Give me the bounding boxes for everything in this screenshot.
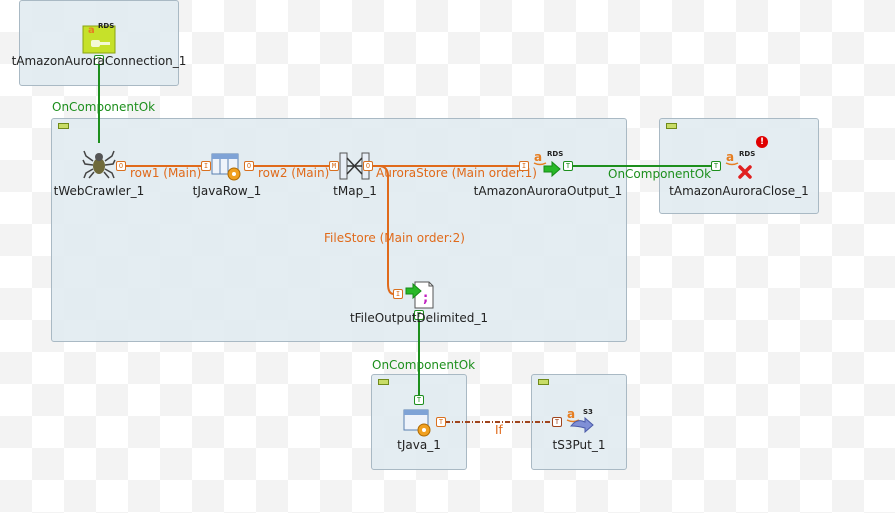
connector-map-in[interactable]: M — [329, 161, 339, 171]
link-label-row1[interactable]: row1 (Main) — [130, 166, 202, 180]
link-label-file-store[interactable]: FileStore (Main order:2) — [324, 231, 465, 245]
connector-trigger-out[interactable]: T — [436, 417, 446, 427]
java-row-label: tJavaRow_1 — [192, 184, 262, 198]
svg-text:;: ; — [423, 291, 428, 306]
s3put-label: tS3Put_1 — [552, 438, 606, 452]
web-crawler-label: tWebCrawler_1 — [53, 184, 145, 198]
tmap-label: tMap_1 — [333, 184, 377, 198]
aurora-output-label: tAmazonAuroraOutput_1 — [473, 184, 623, 198]
subjob-collapse-toggle[interactable] — [666, 123, 677, 129]
s3-put-icon: a — [566, 407, 594, 434]
connector-data-in[interactable]: I — [519, 161, 529, 171]
file-output-icon: ; — [405, 281, 434, 309]
link-label-if[interactable]: If — [495, 423, 503, 437]
svg-text:a: a — [88, 25, 95, 36]
s3put-component[interactable]: a S3 — [563, 404, 597, 438]
aurora-close-label: tAmazonAuroraClose_1 — [669, 184, 809, 198]
svg-text:a: a — [726, 150, 734, 164]
link-label-file-ok[interactable]: OnComponentOk — [372, 358, 476, 372]
java-row-component[interactable] — [210, 150, 244, 184]
subjob-main[interactable] — [51, 118, 627, 342]
connector-trigger[interactable]: T — [414, 310, 424, 320]
connector-data-in[interactable]: I — [393, 289, 403, 299]
connector-trigger[interactable]: T — [552, 417, 562, 427]
aurora-connection-component[interactable]: a RDS — [82, 20, 116, 54]
connector-trigger[interactable]: T — [414, 395, 424, 405]
web-crawler-component[interactable] — [82, 147, 116, 181]
spider-icon — [82, 150, 116, 179]
aurora-close-component[interactable]: a RDS — [722, 148, 756, 182]
java-row-icon — [211, 153, 241, 181]
file-output-component[interactable]: ; — [403, 278, 437, 312]
rds-connection-icon: a — [82, 25, 116, 54]
connector-data-out[interactable]: O — [116, 161, 126, 171]
file-output-label: tFileOutputDelimited_1 — [349, 311, 489, 325]
rds-close-icon: a — [725, 150, 752, 179]
aurora-connection-label: tAmazonAuroraConnection_1 — [11, 54, 187, 68]
java-component[interactable] — [402, 406, 436, 440]
wire-file-store — [377, 165, 395, 295]
link-label-aurora-store[interactable]: AuroraStore (Main order:1) — [376, 166, 537, 180]
s3-badge: S3 — [583, 408, 593, 416]
connector-data-out[interactable]: O — [244, 161, 254, 171]
rds-badge: RDS — [739, 150, 756, 158]
java-icon — [403, 409, 431, 437]
java-label: tJava_1 — [397, 438, 441, 452]
link-label-output-ok[interactable]: OnComponentOk — [608, 167, 712, 181]
connector-data-in[interactable]: I — [201, 161, 211, 171]
rds-badge: RDS — [98, 22, 115, 30]
aurora-output-component[interactable]: a RDS — [530, 148, 564, 182]
error-icon[interactable]: ! — [756, 136, 768, 148]
connector-trigger[interactable]: T — [563, 161, 573, 171]
svg-text:a: a — [534, 150, 542, 164]
rds-output-icon: a — [533, 150, 561, 178]
connector-data-out[interactable]: O — [363, 161, 373, 171]
subjob-collapse-toggle[interactable] — [58, 123, 69, 129]
connector-trigger[interactable]: T — [711, 161, 721, 171]
subjob-collapse-toggle[interactable] — [378, 379, 389, 385]
connector-trigger[interactable]: T — [94, 55, 104, 65]
link-label-connection-ok[interactable]: OnComponentOk — [52, 100, 156, 114]
link-label-row2[interactable]: row2 (Main) — [258, 166, 330, 180]
subjob-collapse-toggle[interactable] — [538, 379, 549, 385]
rds-badge: RDS — [547, 150, 564, 158]
svg-text:a: a — [567, 407, 575, 421]
